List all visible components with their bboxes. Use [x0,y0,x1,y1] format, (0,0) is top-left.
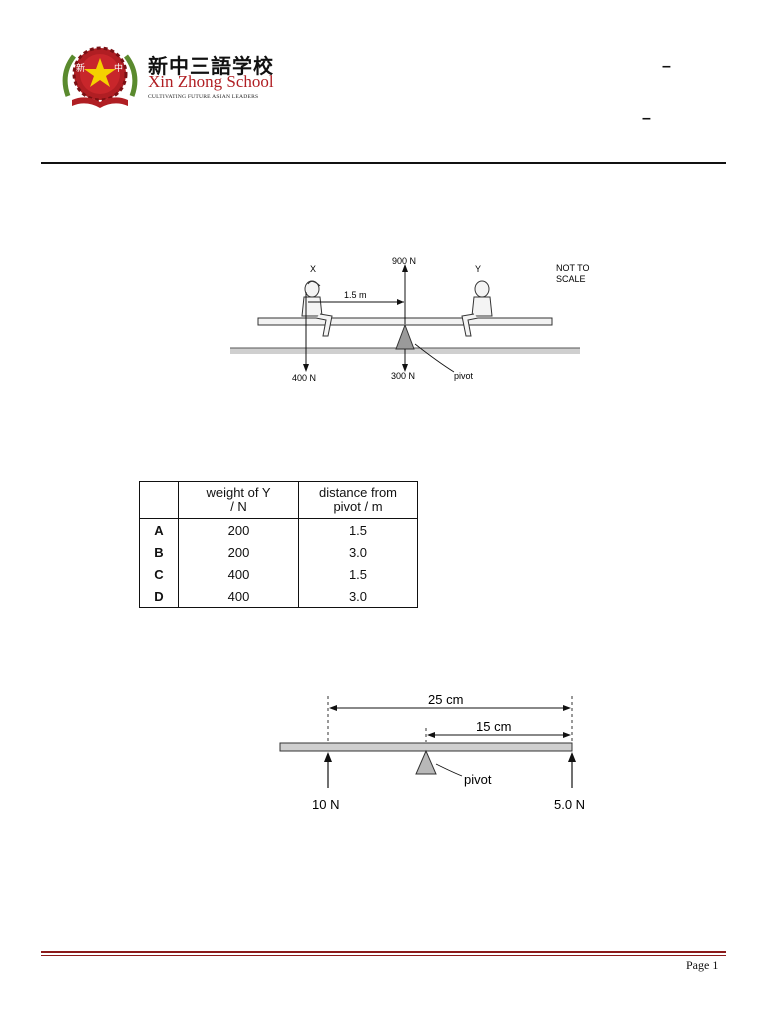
table-row: B 200 3.0 [139,541,418,563]
options-table: weight of Y / N distance from pivot / m … [139,481,418,608]
table-header-cell [139,481,179,519]
table-row: D 400 3.0 [139,585,418,608]
label-x: X [310,264,316,274]
table-header-weight: weight of Y / N [178,481,299,519]
table-header-row: weight of Y / N distance from pivot / m [139,481,418,519]
pivot-triangle [415,749,437,775]
option-letter: D [139,585,179,608]
header-weight-line2: / N [230,499,247,514]
option-letter: C [139,563,179,585]
force-400n-label: 400 N [292,373,316,383]
table-row: C 400 1.5 [139,563,418,585]
weight-cell: 200 [178,518,299,541]
header-dash-1: – [662,58,671,75]
school-logo: 新 中 [58,44,142,114]
header-weight-line1: weight of Y [206,485,271,500]
school-name-chinese: 新中三語学校 [148,54,274,78]
distance-1-5m-label: 1.5 m [344,290,367,300]
logo-char-right: 中 [114,62,123,73]
force-10n-label: 10 N [312,797,339,812]
weight-cell: 400 [178,585,299,608]
distance-15cm-label: 15 cm [476,719,511,734]
distance-cell: 3.0 [298,541,418,563]
force-5n-label: 5.0 N [554,797,585,812]
school-name-english: Xin Zhong School [148,72,274,91]
header-dash-2: – [642,110,651,127]
school-tagline: CULTIVATING FUTURE ASIAN LEADERS [148,94,259,100]
pivot-label: pivot [454,371,474,381]
option-letter: A [139,518,179,541]
table-header-distance: distance from pivot / m [298,481,418,519]
distance-cell: 1.5 [298,563,418,585]
distance-25cm-label: 25 cm [428,692,463,707]
child-y-figure [461,280,493,337]
not-to-scale-line2: SCALE [556,274,586,284]
pivot-label: pivot [464,772,492,787]
table-row: A 200 1.5 [139,518,418,541]
pivot-triangle [395,323,415,350]
header-divider [41,162,726,164]
header-distance-line1: distance from [318,485,398,500]
force-300n-label: 300 N [391,371,415,381]
weight-cell: 400 [178,563,299,585]
distance-cell: 3.0 [298,585,418,608]
distance-cell: 1.5 [298,518,418,541]
logo-char-left: 新 [76,62,85,73]
force-900n-label: 900 N [392,256,416,266]
option-letter: B [139,541,179,563]
not-to-scale-line1: NOT TO [556,263,590,273]
child-x-figure [301,280,333,337]
footer-divider [41,951,726,953]
page-number: Page 1 [686,958,719,972]
beam-diagram: 25 cm 15 cm pivot 10 N 5.0 N [272,688,602,814]
weight-cell: 200 [178,541,299,563]
header-distance-line2: pivot / m [333,499,383,514]
footer-divider-thin [41,955,726,956]
label-y: Y [475,264,481,274]
seesaw-diagram-children: X Y 900 N 1.5 m NOT TO SCALE 400 N 300 N… [228,252,612,390]
